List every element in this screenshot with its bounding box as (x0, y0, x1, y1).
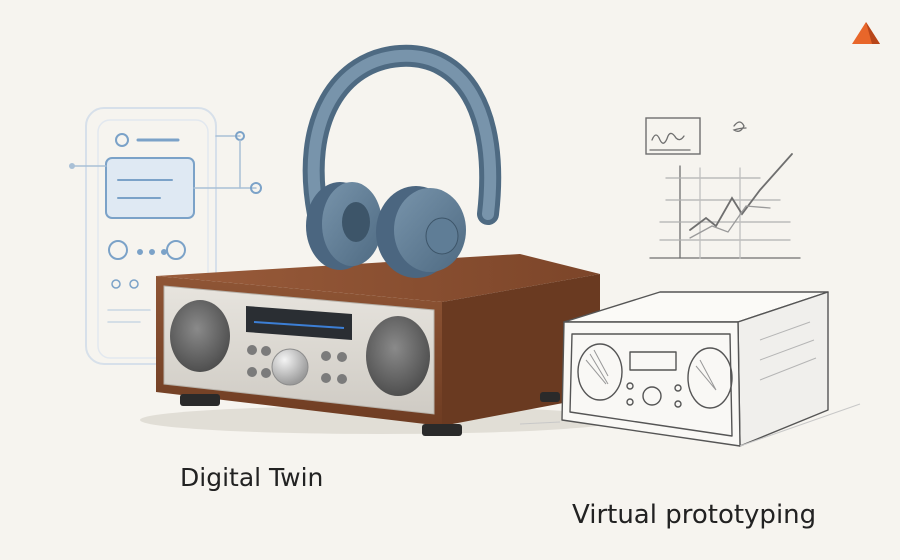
headphones-icon (302, 44, 502, 278)
volume-knob (271, 348, 309, 386)
radio-display (246, 306, 352, 340)
digital-twin-radio (156, 254, 600, 436)
chart-sketch-icon (645, 117, 801, 259)
right-speaker (366, 316, 430, 396)
left-speaker (170, 300, 230, 372)
digital-twin-caption: Digital Twin (180, 463, 324, 492)
app-wireframe-icon (69, 107, 262, 365)
virtual-prototyping-caption: Virtual prototyping (572, 500, 817, 530)
brand-logo-icon (852, 22, 880, 44)
sketch-radio (519, 291, 861, 447)
